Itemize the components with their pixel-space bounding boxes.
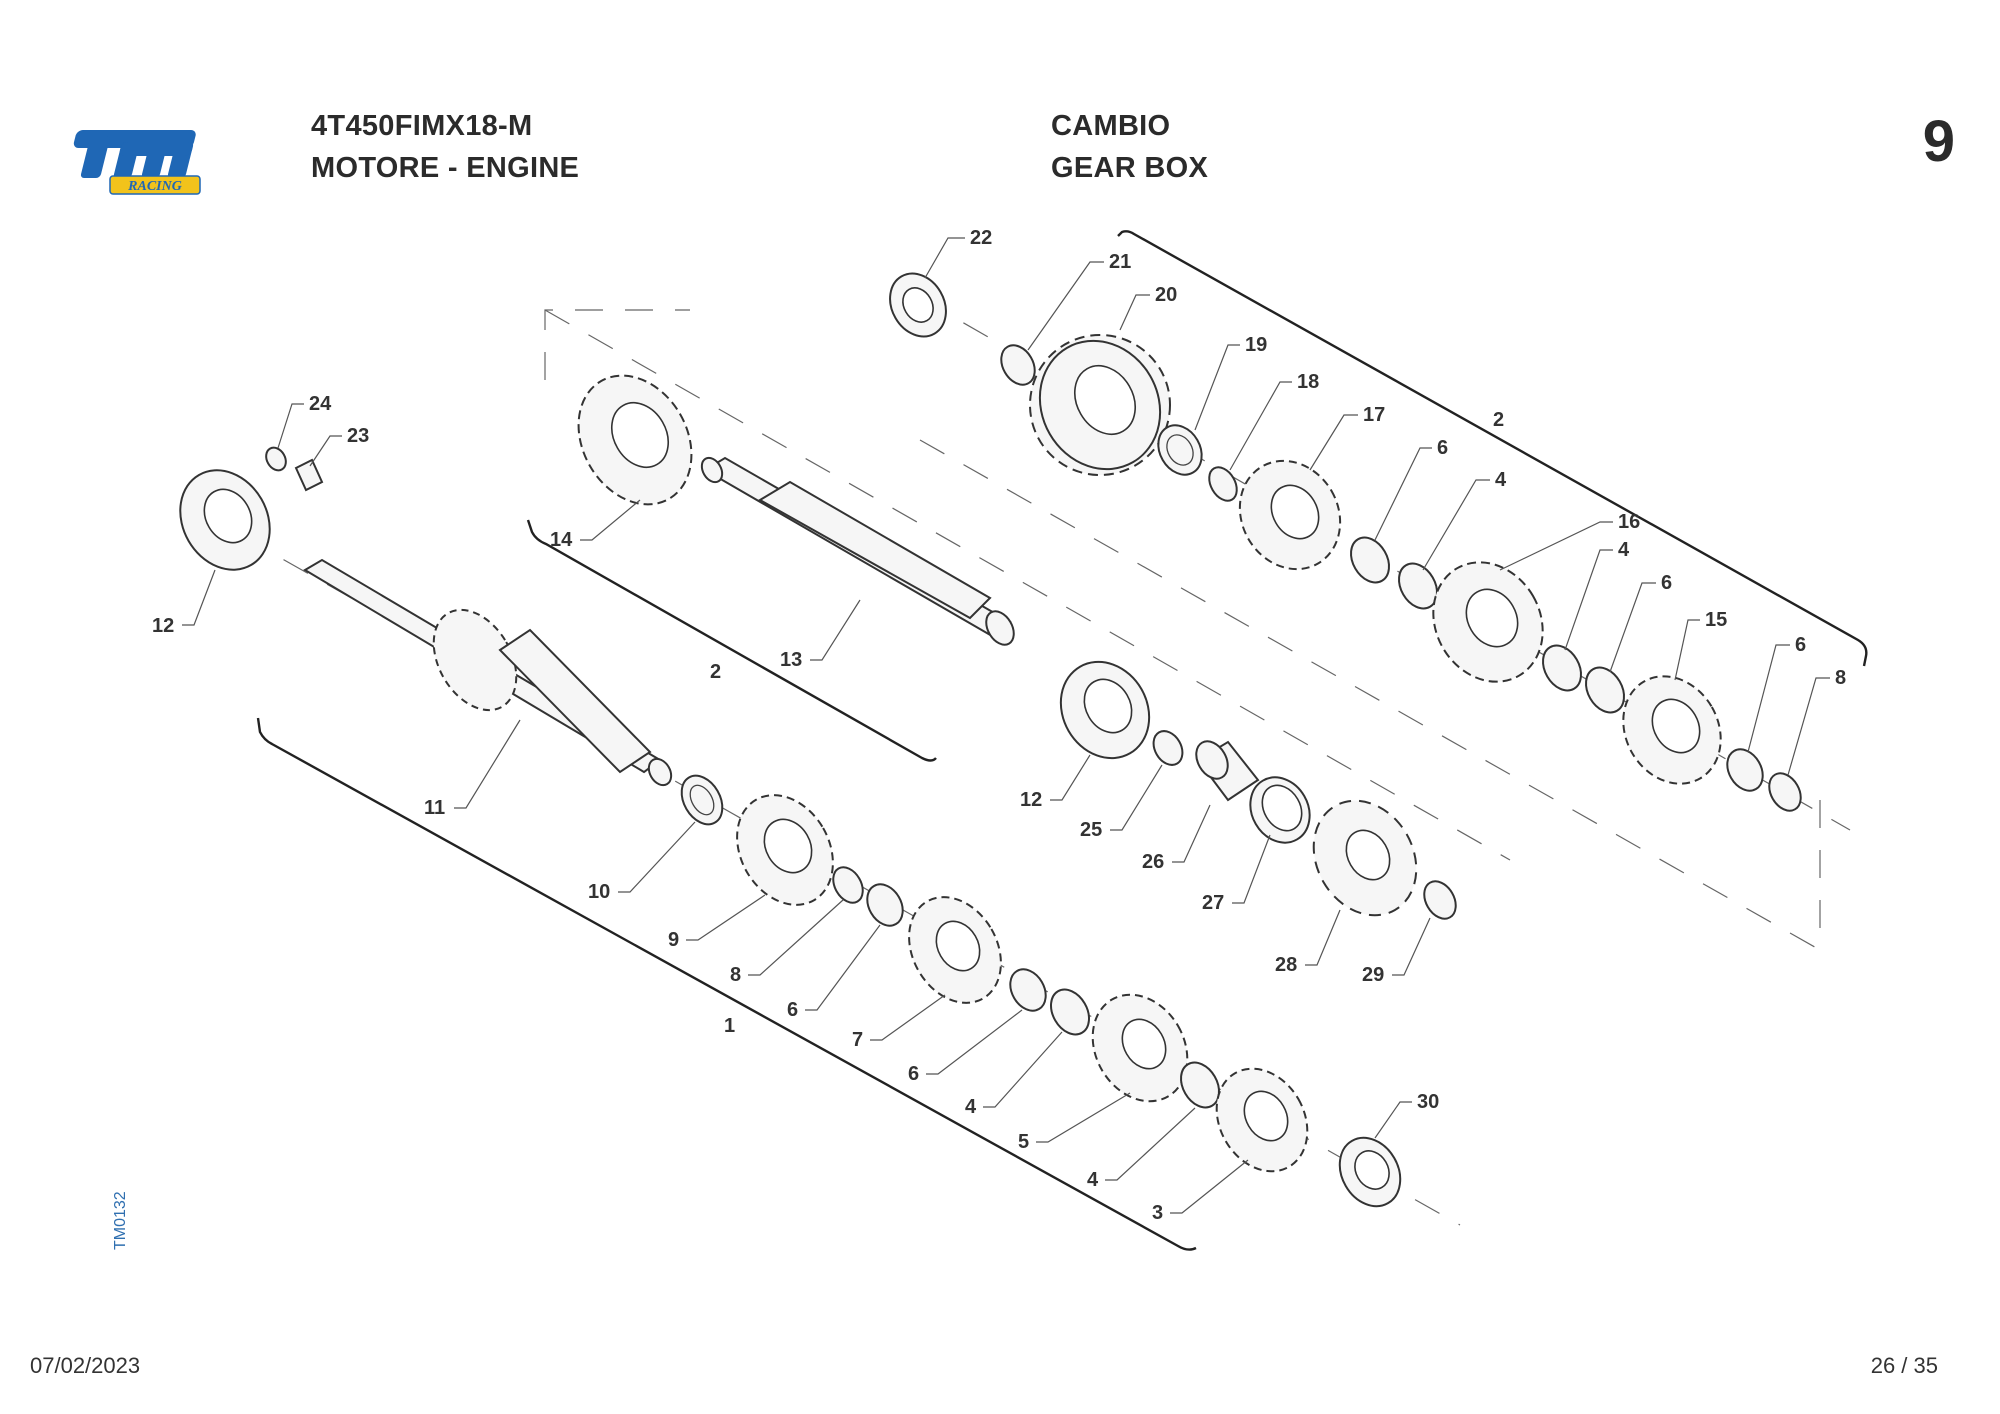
washer-4b xyxy=(1542,644,1582,692)
mainshaft-11 xyxy=(303,558,673,787)
callout-6d: 6 xyxy=(787,999,798,1021)
callout-6b: 6 xyxy=(1661,572,1672,594)
footer-page-count: 26 / 35 xyxy=(1870,1353,1938,1378)
needle-bearing-10 xyxy=(680,774,724,826)
circlip-6a xyxy=(1350,536,1390,584)
callout-8b: 8 xyxy=(730,964,741,986)
washer-8a xyxy=(1768,772,1802,812)
callout-9: 9 xyxy=(668,929,679,951)
callout-labels: 22 21 20 19 18 17 2 6 4 16 4 6 15 6 8 24… xyxy=(152,227,1846,1224)
callout-3: 3 xyxy=(1152,1202,1163,1224)
bearing-22 xyxy=(889,272,947,338)
section-title: MOTORE - ENGINE xyxy=(311,152,580,184)
screw-23 xyxy=(294,458,324,492)
callout-24: 24 xyxy=(309,393,332,415)
callout-25: 25 xyxy=(1080,819,1102,841)
callout-10: 10 xyxy=(588,881,610,903)
circlip-6e xyxy=(1009,968,1047,1012)
callout-15: 15 xyxy=(1705,609,1727,631)
callout-2-top: 2 xyxy=(1493,409,1504,431)
layshaft-parts xyxy=(889,272,1802,812)
callout-21: 21 xyxy=(1109,251,1131,273)
gear-14 xyxy=(577,374,693,506)
callout-5: 5 xyxy=(1018,1131,1029,1153)
gear-17 xyxy=(1238,459,1342,571)
gear-9 xyxy=(736,794,834,906)
seal-27 xyxy=(1249,776,1311,844)
bearing-12b xyxy=(1059,660,1151,760)
needle-bearing-19 xyxy=(1157,424,1203,476)
callout-17: 17 xyxy=(1363,404,1385,426)
gear-16 xyxy=(1432,561,1544,683)
table-number: 9 xyxy=(1922,109,1955,174)
callout-4b: 4 xyxy=(1618,539,1630,561)
circlip-6d xyxy=(866,883,904,927)
washer-4a xyxy=(1398,562,1438,610)
callout-26: 26 xyxy=(1142,851,1164,873)
model-code: 4T450FIMX18-M xyxy=(311,110,533,142)
callout-6a: 6 xyxy=(1437,437,1448,459)
drawing-code: TM0132 xyxy=(112,1191,129,1250)
callout-18: 18 xyxy=(1297,371,1319,393)
washer-24 xyxy=(265,446,287,472)
footer-date: 07/02/2023 xyxy=(30,1353,141,1378)
callout-13: 13 xyxy=(780,649,802,671)
bracket-group-2-top xyxy=(1117,230,1868,667)
gear-3 xyxy=(1215,1067,1309,1173)
logo-racing-text: RACING xyxy=(127,179,182,194)
callout-11: 11 xyxy=(424,797,445,819)
group-title-en: GEAR BOX xyxy=(1051,152,1209,184)
gear-20 xyxy=(1029,334,1171,476)
callout-6e: 6 xyxy=(908,1063,919,1085)
washer-4c xyxy=(1050,988,1090,1036)
circlip-25 xyxy=(1152,730,1184,766)
callout-8a: 8 xyxy=(1835,667,1846,689)
bracket-group-2-mid xyxy=(526,519,937,762)
callout-20: 20 xyxy=(1155,284,1177,306)
callout-22: 22 xyxy=(970,227,992,249)
tm-racing-logo: RACING xyxy=(73,130,201,195)
callout-16: 16 xyxy=(1618,511,1640,533)
callout-19: 19 xyxy=(1245,334,1267,356)
sprocket-28 xyxy=(1312,799,1418,917)
callout-4a: 4 xyxy=(1495,469,1507,491)
circlip-6b xyxy=(1585,666,1625,714)
callout-12a: 12 xyxy=(152,615,174,637)
bearing-12a xyxy=(179,469,271,571)
washer-18 xyxy=(1208,466,1238,502)
bearing-30 xyxy=(1338,1136,1402,1208)
gear-15 xyxy=(1622,675,1722,785)
callout-23: 23 xyxy=(347,425,369,447)
layshaft-13 xyxy=(700,456,1015,646)
mainshaft-parts xyxy=(179,446,1402,1208)
assembly-brackets xyxy=(256,230,1868,1251)
bush-26 xyxy=(1195,740,1260,802)
callout-28: 28 xyxy=(1275,954,1297,976)
callout-12b: 12 xyxy=(1020,789,1042,811)
callout-27: 27 xyxy=(1202,892,1224,914)
callout-4c: 4 xyxy=(965,1096,977,1118)
gear-7 xyxy=(908,896,1002,1004)
circlip-6c xyxy=(1726,748,1764,792)
callout-7: 7 xyxy=(852,1029,863,1051)
callout-6c: 6 xyxy=(1795,634,1806,656)
callout-30: 30 xyxy=(1417,1091,1439,1113)
circlip-29 xyxy=(1423,880,1457,920)
group-title-it: CAMBIO xyxy=(1051,110,1171,142)
callout-14: 14 xyxy=(550,529,573,551)
leader-lines xyxy=(182,237,1830,1214)
callout-29: 29 xyxy=(1362,964,1384,986)
gear-5 xyxy=(1091,993,1189,1103)
callout-1: 1 xyxy=(724,1015,735,1037)
middle-shaft-parts xyxy=(577,374,1457,920)
washer-8b xyxy=(832,866,864,904)
callout-2-mid: 2 xyxy=(710,661,721,683)
bracket-group-1 xyxy=(256,717,1197,1251)
washer-4d xyxy=(1180,1061,1220,1109)
callout-4d: 4 xyxy=(1087,1169,1099,1191)
washer-21 xyxy=(1000,344,1036,386)
